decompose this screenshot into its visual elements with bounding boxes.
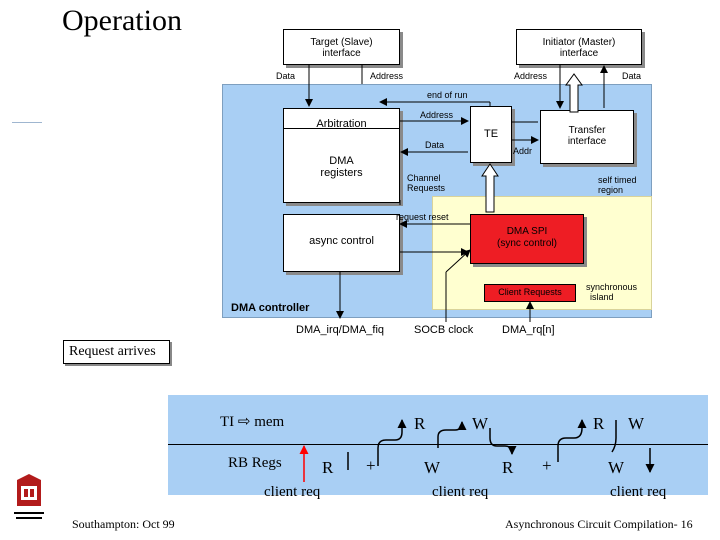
synchronous-island-label-2: island (590, 292, 614, 302)
initiator-label-1: Initiator (Master) (542, 37, 616, 48)
title-rule (12, 122, 42, 123)
ti-mem-label: TI ⇨ mem (220, 414, 285, 430)
addr-label: Addr (513, 146, 533, 156)
transfer-label-2: interface (567, 136, 607, 147)
dma-rq-label: DMA_rq[n] (502, 324, 555, 336)
transfer-interface-block: Transfer interface (540, 110, 634, 164)
university-logo (12, 472, 46, 526)
w-bottom-2: W (608, 458, 625, 477)
request-arrives-box: Request arrives (63, 340, 170, 364)
self-timed-label-2: region (598, 185, 624, 195)
address-right-label: Address (514, 71, 548, 81)
te-block: TE (470, 106, 512, 163)
dma-spi-block: DMA SPI (sync control) (470, 214, 584, 264)
data-right-label: Data (622, 71, 642, 81)
dma-registers-label-2: registers (320, 167, 363, 179)
initiator-label-2: interface (559, 48, 599, 59)
spi-label-2: (sync control) (496, 238, 557, 249)
arbitration-label: Arbitration (316, 118, 367, 130)
arbitration-divider (283, 128, 399, 129)
async-control-block: async control (283, 214, 400, 272)
plus-bottom-1: + (366, 456, 376, 475)
w-top-2: W (628, 414, 645, 433)
footer-left: Southampton: Oct 99 (72, 517, 175, 531)
channel-requests-label-2: Requests (407, 183, 446, 193)
w-bottom-1: W (424, 458, 441, 477)
synchronous-island-label-1: synchronous (586, 282, 638, 292)
r-top-2: R (593, 414, 605, 433)
channel-requests-label-1: Channel (407, 173, 441, 183)
target-label-2: interface (322, 48, 361, 59)
target-slave-interface: Target (Slave) interface (283, 29, 400, 65)
client-req-label-1: client req (264, 484, 321, 500)
data-left-label: Data (276, 71, 296, 81)
r-bottom-1: R (322, 458, 334, 477)
dma-irq-label: DMA_irq/DMA_fiq (296, 324, 385, 336)
data-te-label: Data (425, 140, 445, 150)
end-of-run-label: end of run (427, 90, 468, 100)
dma-registers-block: Arbitration DMA registers (283, 108, 400, 203)
self-timed-label-1: self timed (598, 175, 637, 185)
request-arrives-label: Request arrives (69, 344, 156, 359)
dma-controller-label: DMA controller (231, 302, 310, 314)
address-left-label: Address (370, 71, 404, 81)
initiator-master-interface: Initiator (Master) interface (516, 29, 642, 65)
slide-title: Operation (62, 4, 182, 37)
client-req-label-2: client req (432, 484, 489, 500)
plus-bottom-2: + (542, 456, 552, 475)
async-control-label: async control (309, 235, 374, 247)
client-requests-label: Client Requests (498, 287, 562, 297)
r-bottom-2: R (502, 458, 514, 477)
client-req-label-3: client req (610, 484, 667, 500)
socb-clock-label: SOCB clock (414, 324, 474, 336)
rb-regs-label: RB Regs (228, 455, 282, 471)
footer-right: Asynchronous Circuit Compilation- 16 (505, 517, 693, 531)
r-top-1: R (414, 414, 426, 433)
address-te-label: Address (420, 110, 454, 120)
w-top-1: W (472, 414, 489, 433)
dma-registers-label-1: DMA (329, 155, 354, 167)
target-label-1: Target (Slave) (310, 37, 373, 48)
spi-label-1: DMA SPI (506, 226, 548, 237)
request-reset-label: request reset (396, 212, 449, 222)
te-label: TE (483, 128, 499, 140)
transfer-label-1: Transfer (568, 125, 606, 136)
university-crest-icon (14, 474, 44, 519)
